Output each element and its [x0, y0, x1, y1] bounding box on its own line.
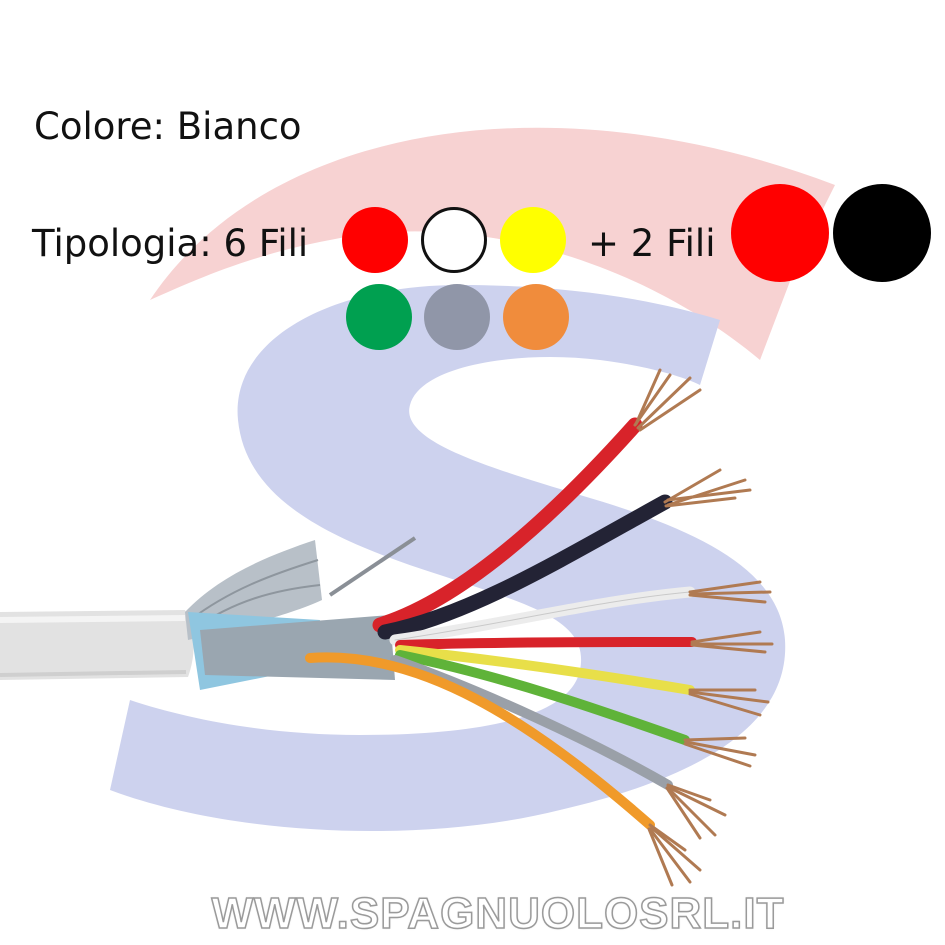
- logo-blue-s: [110, 285, 786, 832]
- colore-label: Colore: Bianco: [34, 105, 302, 148]
- wire-black-thick: [377, 494, 673, 640]
- logo-red-arc: [150, 127, 835, 360]
- copper-strands: [633, 368, 774, 887]
- cable-jacket: [0, 610, 194, 680]
- swatch-yellow: [500, 207, 566, 273]
- swatch-grey: [424, 284, 490, 350]
- drain-wire: [328, 536, 417, 597]
- website-watermark: WWW.SPAGNUOLOSRL.IT: [211, 889, 785, 938]
- wire-red: [395, 637, 697, 650]
- swatch-white: [421, 207, 487, 273]
- wires: [305, 417, 697, 830]
- wire-yellow: [395, 645, 695, 695]
- wire-green: [395, 650, 690, 745]
- swatch-red: [342, 207, 408, 273]
- swatch-orange: [503, 284, 569, 350]
- wire-red-thick: [372, 417, 643, 633]
- extra-wires-label: + 2 Fili: [588, 222, 716, 265]
- wire-orange: [305, 652, 655, 830]
- swatch-green: [346, 284, 412, 350]
- swatch-black-large: [833, 184, 931, 282]
- tipologia-label: Tipologia: 6 Fili: [32, 222, 309, 265]
- swatch-red-large: [731, 184, 829, 282]
